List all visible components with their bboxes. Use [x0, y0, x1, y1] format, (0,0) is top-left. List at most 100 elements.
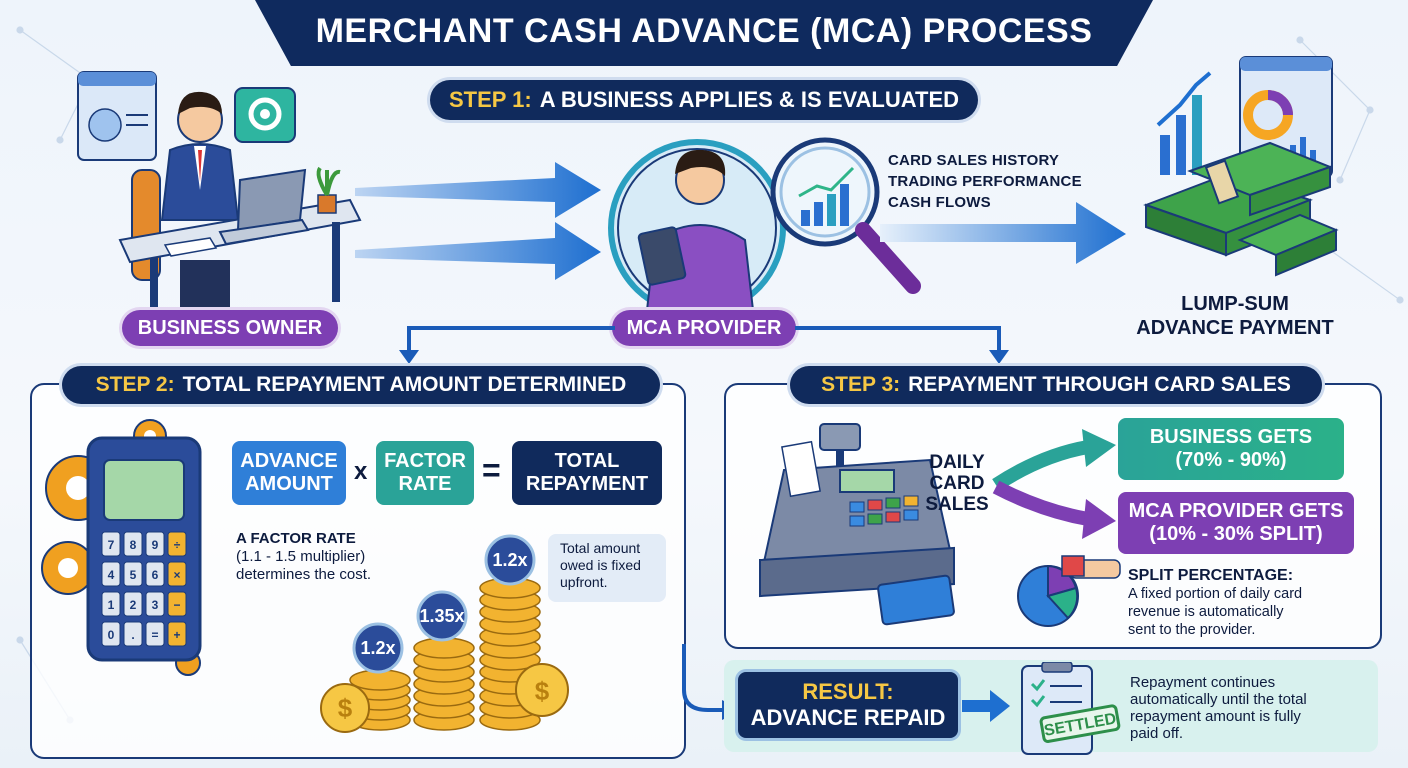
- split-note-line: A fixed portion of daily card: [1128, 586, 1303, 602]
- step2-header: STEP 2: TOTAL REPAYMENT AMOUNT DETERMINE…: [62, 366, 660, 404]
- provider-share-line1: MCA PROVIDER GETS: [1128, 500, 1344, 522]
- lump-sum-label: LUMP-SUM ADVANCE PAYMENT: [1125, 292, 1345, 340]
- split-note-line: revenue is automatically: [1128, 604, 1284, 620]
- calculator-key: [123, 621, 143, 647]
- step1-header: STEP 1: A BUSINESS APPLIES & IS EVALUATE…: [430, 80, 978, 120]
- calculator-key: [101, 591, 121, 617]
- result-text: ADVANCE REPAID: [750, 705, 946, 730]
- provider-share-box: MCA PROVIDER GETS(10% - 30% SPLIT): [1118, 492, 1354, 554]
- calculator-key: [167, 531, 187, 557]
- dollar-coin-glyph: $: [338, 693, 353, 723]
- calculator-key-label: 7: [108, 538, 115, 552]
- advance-amount-line1: ADVANCE: [240, 450, 338, 472]
- dollar-coin-glyph: $: [535, 676, 550, 706]
- mca-provider-label: MCA PROVIDER: [612, 310, 796, 346]
- step1-title: A BUSINESS APPLIES & IS EVALUATED: [539, 87, 960, 112]
- calculator-key-label: 4: [108, 568, 115, 582]
- factor-note-line: (1.1 - 1.5 multiplier): [236, 548, 366, 565]
- step3-number: STEP 3:: [821, 373, 901, 396]
- business-owner-text: BUSINESS OWNER: [137, 316, 323, 339]
- calculator-key: [101, 621, 121, 647]
- result-desc-line: automatically until the total: [1130, 691, 1307, 708]
- cash-register-illustration: [759, 423, 955, 626]
- result-label: RESULT:: [802, 679, 894, 704]
- calculator-key-label: 5: [130, 568, 137, 582]
- total-repayment-line1: TOTAL: [554, 450, 620, 472]
- step-connector-arrows: [399, 326, 1009, 364]
- fixed-note-line: Total amount: [560, 540, 641, 556]
- fixed-note-line: upfront.: [560, 574, 608, 590]
- coin-stacks-illustration: $ $ 1.2x 1.35x 1.2x: [320, 534, 569, 733]
- calculator-key-label: −: [173, 598, 180, 612]
- title-text: MERCHANT CASH ADVANCE (MCA) PROCESS: [315, 11, 1093, 50]
- split-percentage-note: SPLIT PERCENTAGE: A fixed portion of dai…: [1128, 566, 1368, 639]
- coin-stack-label: 1.2x: [492, 550, 527, 570]
- step3-title: REPAYMENT THROUGH CARD SALES: [908, 373, 1291, 396]
- result-arrow: [962, 690, 1010, 722]
- factor-note-line: determines the cost.: [236, 566, 372, 583]
- calculator-key: [167, 591, 187, 617]
- daily-card-sales-line: DAILY: [929, 452, 985, 473]
- business-share-box: BUSINESS GETS(70% - 90%): [1118, 418, 1344, 480]
- calculator-key-label: 2: [130, 598, 137, 612]
- page-title: MERCHANT CASH ADVANCE (MCA) PROCESS: [255, 0, 1153, 66]
- result-box: RESULT: ADVANCE REPAID: [738, 672, 958, 738]
- calculator-key: [167, 621, 187, 647]
- settled-clipboard-illustration: SETTLED: [1021, 662, 1121, 755]
- calculator-key: [101, 561, 121, 587]
- evaluation-criteria-list: CARD SALES HISTORY TRADING PERFORMANCE C…: [888, 150, 1088, 213]
- evaluation-item: CASH FLOWS: [888, 194, 991, 211]
- calculator-key-label: .: [131, 628, 134, 642]
- calculator-key-label: 9: [152, 538, 159, 552]
- business-share-line2: (70% - 90%): [1175, 449, 1287, 471]
- evaluation-item: CARD SALES HISTORY: [888, 152, 1060, 169]
- mca-provider-text: MCA PROVIDER: [626, 316, 782, 339]
- calculator-key-label: ×: [173, 568, 180, 582]
- step2-number: STEP 2:: [95, 373, 175, 396]
- calculator-key: [123, 561, 143, 587]
- result-desc-line: repayment amount is fully: [1130, 708, 1301, 725]
- factor-note-line: A FACTOR RATE: [236, 530, 356, 547]
- calculator-key-label: 0: [108, 628, 115, 642]
- daily-card-sales-line: CARD: [929, 473, 985, 494]
- step3-header: STEP 3: REPAYMENT THROUGH CARD SALES: [790, 366, 1322, 404]
- calculator-key: [123, 591, 143, 617]
- calculator-key: [101, 531, 121, 557]
- fixed-note-line: owed is fixed: [560, 557, 641, 573]
- result-desc-line: Repayment continues: [1130, 674, 1276, 691]
- calculator-key: [145, 621, 165, 647]
- fixed-amount-note: Total amount owed is fixed upfront.: [548, 534, 666, 602]
- step1-number: STEP 1:: [448, 87, 532, 112]
- lump-sum-line2: ADVANCE PAYMENT: [1136, 317, 1334, 339]
- evaluation-item: TRADING PERFORMANCE: [888, 173, 1082, 190]
- calculator-key-label: 6: [152, 568, 159, 582]
- daily-card-sales-line: SALES: [925, 494, 989, 515]
- mca-provider-illustration: [608, 137, 921, 317]
- calculator-key-label: 1: [108, 598, 115, 612]
- result-desc-line: paid off.: [1130, 725, 1184, 742]
- lump-sum-line1: LUMP-SUM: [1181, 293, 1289, 315]
- factor-rate-line2: RATE: [398, 473, 452, 495]
- calculator-key: [145, 591, 165, 617]
- calculator-key-label: =: [151, 628, 158, 642]
- multiply-operator: x: [354, 458, 368, 485]
- calculator-key-label: +: [173, 628, 180, 642]
- application-arrows: [355, 162, 601, 280]
- calculator-key: [167, 561, 187, 587]
- calculator-key-label: ÷: [174, 538, 181, 552]
- split-pie-illustration: [1017, 555, 1121, 627]
- factor-rate-note: A FACTOR RATE (1.1 - 1.5 multiplier) det…: [236, 530, 436, 584]
- cash-stack-illustration: [1143, 56, 1339, 277]
- step2-title: TOTAL REPAYMENT AMOUNT DETERMINED: [182, 373, 627, 396]
- business-owner-label: BUSINESS OWNER: [122, 310, 338, 346]
- result-description: Repayment continues automatically until …: [1130, 674, 1370, 742]
- business-owner-illustration: [77, 71, 362, 318]
- equals-operator: =: [482, 452, 501, 488]
- coin-stack-label: 1.2x: [360, 638, 395, 658]
- factor-rate-line1: FACTOR: [384, 450, 466, 472]
- calculator-key: [145, 531, 165, 557]
- calculator-key: [123, 531, 143, 557]
